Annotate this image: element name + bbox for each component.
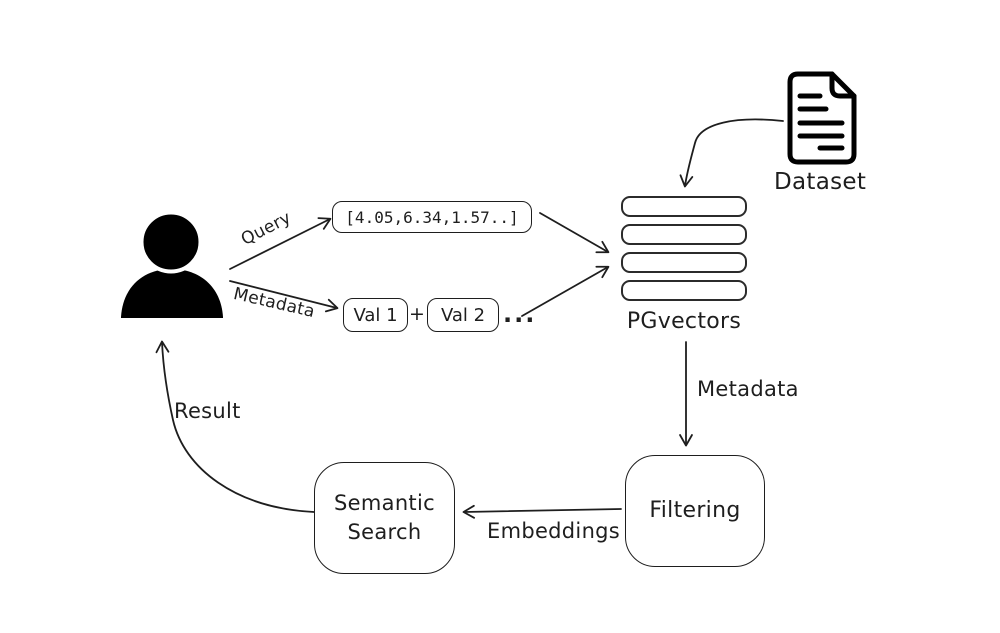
pgvector-row [621, 224, 747, 245]
pg-metadata-edge-label: Metadata [697, 377, 799, 401]
embeddings-edge-label: Embeddings [487, 519, 621, 543]
document-icon [787, 71, 857, 165]
pgvector-row [621, 196, 747, 217]
user-metadata-arrow [229, 280, 339, 313]
plus-sign: + [409, 303, 425, 325]
pgvectors-stack [621, 196, 747, 308]
pgvector-row [621, 252, 747, 273]
query-arrow [229, 217, 332, 270]
val1-chip: Val 1 [343, 298, 408, 332]
result-edge-label: Result [174, 399, 241, 423]
pgvectors-label: PGvectors [626, 309, 742, 334]
semantic-search-label-line2: Search [347, 520, 422, 544]
dataset-label: Dataset [774, 169, 867, 195]
filtering-node: Filtering [625, 455, 765, 567]
filtering-label: Filtering [649, 497, 741, 523]
result-arrow [155, 340, 315, 513]
semantic-search-label-line1: Semantic [334, 490, 435, 515]
dataset-to-pgvectors-arrow [679, 118, 784, 188]
vals-to-pgvectors-arrow [521, 265, 610, 317]
val2-chip: Val 2 [427, 298, 499, 332]
embeddings-arrow [462, 504, 622, 519]
ellipsis: ... [503, 300, 537, 328]
vector-to-pgvectors-arrow [539, 212, 610, 254]
semantic-search-node: Semantic Search [314, 462, 455, 574]
person-icon [121, 210, 223, 318]
vector-chip: [4.05,6.34,1.57..] [332, 201, 532, 233]
pgvector-row [621, 280, 747, 301]
